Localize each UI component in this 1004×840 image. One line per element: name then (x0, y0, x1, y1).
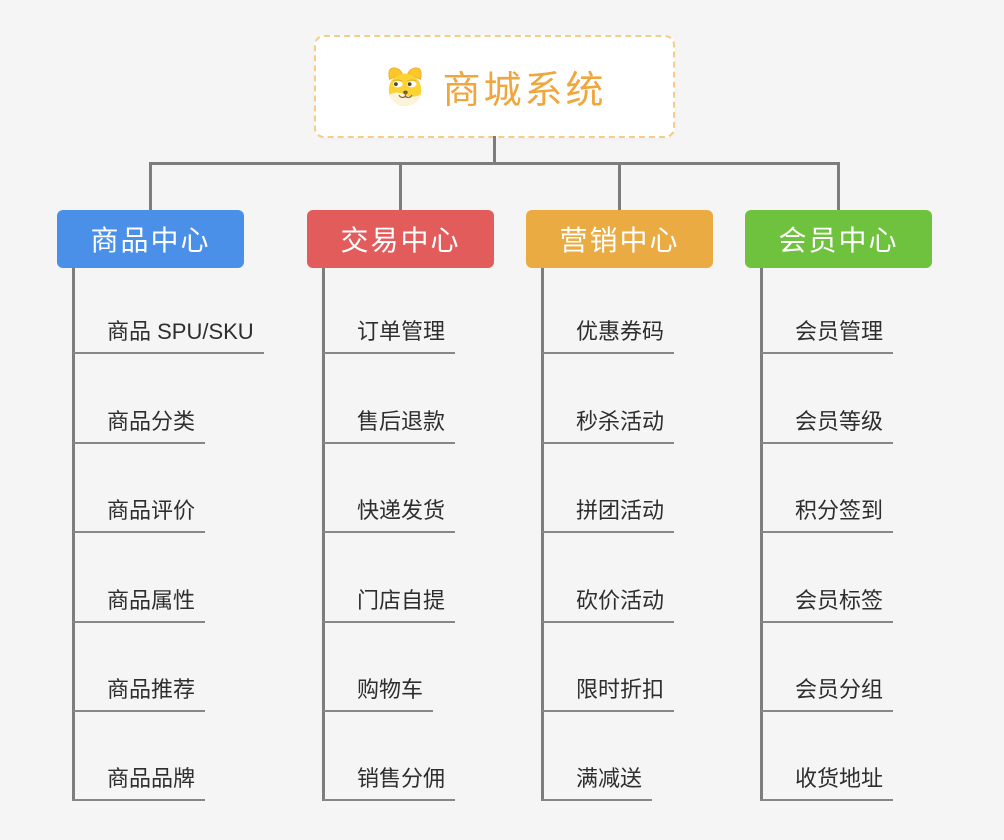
leaf-node[interactable]: 购物车 (323, 672, 434, 712)
connector-drop-trade (399, 162, 402, 210)
root-node-mall-system[interactable]: 商城系统 (314, 35, 675, 138)
branch-node-product-center[interactable]: 商品中心 (57, 210, 244, 268)
spine-trade-center (322, 268, 325, 801)
leaf-node[interactable]: 商品 SPU/SKU (73, 314, 264, 354)
branch-label: 会员中心 (778, 225, 899, 256)
leaf-node[interactable]: 秒杀活动 (542, 404, 675, 444)
connector-root-stem (493, 136, 496, 165)
leaf-node[interactable]: 会员等级 (761, 404, 894, 444)
leaf-node[interactable]: 积分签到 (761, 493, 894, 533)
branch-label: 交易中心 (340, 225, 461, 256)
doge-face-icon (382, 64, 428, 110)
branch-node-trade-center[interactable]: 交易中心 (307, 210, 494, 268)
leaf-node[interactable]: 会员标签 (761, 583, 894, 623)
leaf-node[interactable]: 门店自提 (323, 583, 456, 623)
branch-node-marketing-center[interactable]: 营销中心 (526, 210, 713, 268)
branch-node-member-center[interactable]: 会员中心 (745, 210, 932, 268)
connector-drop-members (837, 162, 840, 210)
leaf-node[interactable]: 拼团活动 (542, 493, 675, 533)
leaf-node[interactable]: 商品评价 (73, 493, 206, 533)
spine-member-center (760, 268, 763, 801)
leaf-node[interactable]: 销售分佣 (323, 761, 456, 801)
leaf-node[interactable]: 优惠券码 (542, 314, 675, 354)
leaf-node[interactable]: 商品分类 (73, 404, 206, 444)
leaf-node[interactable]: 商品品牌 (73, 761, 206, 801)
spine-product-center (72, 268, 75, 801)
leaf-node[interactable]: 快递发货 (323, 493, 456, 533)
root-node-label: 商城系统 (442, 70, 607, 112)
leaf-node[interactable]: 商品推荐 (73, 672, 206, 712)
leaf-node[interactable]: 收货地址 (761, 761, 894, 801)
leaf-node[interactable]: 售后退款 (323, 404, 456, 444)
leaf-node[interactable]: 商品属性 (73, 583, 206, 623)
leaf-node[interactable]: 订单管理 (323, 314, 456, 354)
connector-horizontal-bar (149, 162, 840, 165)
connector-drop-marketing (618, 162, 621, 210)
spine-marketing-center (541, 268, 544, 801)
connector-drop-products (149, 162, 152, 210)
branch-label: 商品中心 (90, 225, 211, 256)
branch-label: 营销中心 (559, 225, 680, 256)
leaf-node[interactable]: 限时折扣 (542, 672, 675, 712)
leaf-node[interactable]: 满减送 (542, 761, 653, 801)
leaf-node[interactable]: 会员管理 (761, 314, 894, 354)
leaf-node[interactable]: 会员分组 (761, 672, 894, 712)
leaf-node[interactable]: 砍价活动 (542, 583, 675, 623)
